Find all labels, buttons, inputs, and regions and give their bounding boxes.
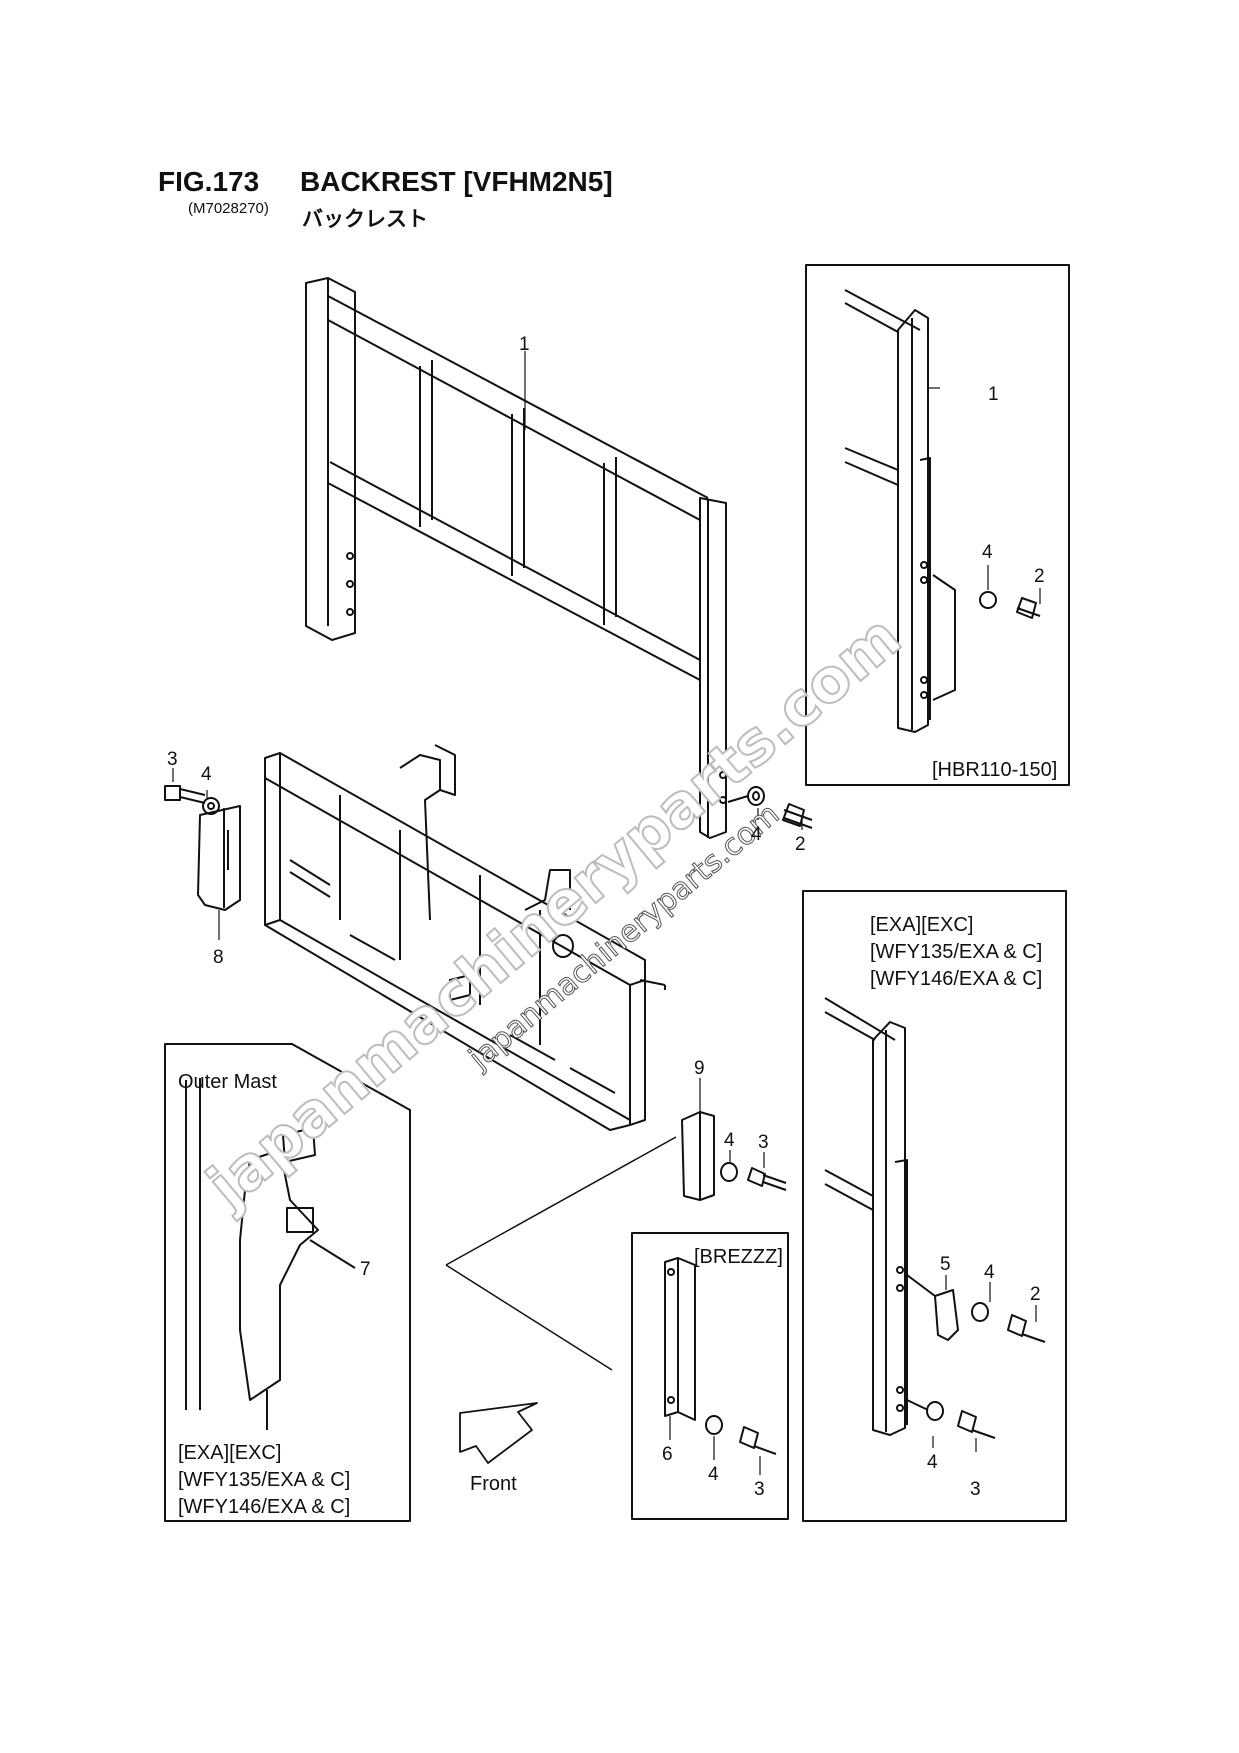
- callout-exa-bolt-top: 2: [1030, 1284, 1041, 1305]
- callout-left-bolt: 3: [167, 749, 178, 770]
- figure-title-japanese: バックレスト: [302, 207, 428, 231]
- backrest-frame: [305, 277, 727, 839]
- brezzz-part: [664, 1257, 777, 1455]
- main-fasteners: [727, 786, 813, 829]
- carriage: [264, 744, 666, 1131]
- callout-exa-washer-bot: 4: [927, 1452, 938, 1473]
- inset-hbr-label: [HBR110-150]: [932, 759, 1057, 781]
- left-fasteners: [164, 785, 241, 911]
- callout-hbr-part: 1: [988, 384, 999, 405]
- inset-brezzz-label: [BREZZZ]: [694, 1246, 783, 1268]
- callout-exa-bracket: 5: [940, 1254, 951, 1275]
- front-direction-arrow: [459, 1402, 538, 1464]
- callout-b9-bolt: 3: [758, 1132, 769, 1153]
- callout-left-washer: 4: [201, 764, 212, 785]
- inset-outer-mast-line-3: [WFY146/EXA & C]: [178, 1496, 350, 1518]
- inset-exa-right-line-2: [WFY135/EXA & C]: [870, 941, 1042, 963]
- callout-hbr-bolt: 2: [1034, 566, 1045, 587]
- inset-outer-mast-title: Outer Mast: [178, 1071, 277, 1093]
- figure-title: BACKREST [VFHM2N5]: [300, 166, 613, 197]
- inset-hbr-frame: [805, 264, 1070, 786]
- exa-right-part: [824, 997, 1046, 1439]
- callout-outer-mast-part: 7: [360, 1259, 371, 1280]
- callout-left-bracket: 8: [213, 947, 224, 968]
- callout-bracket-9: 9: [694, 1058, 705, 1079]
- inset-exa-right-line-1: [EXA][EXC]: [870, 914, 973, 936]
- callout-leaders: [172, 351, 1041, 1475]
- bracket-9-group: [681, 1111, 787, 1201]
- inset-outer-mast-frame: [164, 1043, 411, 1522]
- hbr-part: [844, 289, 1041, 733]
- watermark-large: japanmachineryparts.com: [193, 602, 914, 1223]
- callout-b9-washer: 4: [724, 1130, 735, 1151]
- callout-exa-bolt-bot: 3: [970, 1479, 981, 1500]
- callout-hbr-washer: 4: [982, 542, 993, 563]
- front-label: Front: [470, 1473, 517, 1495]
- inset-outer-mast-line-2: [WFY135/EXA & C]: [178, 1469, 350, 1491]
- callout-brezzz-bolt: 3: [754, 1479, 765, 1500]
- callout-main-washer: 4: [751, 824, 762, 845]
- inset-outer-mast-line-1: [EXA][EXC]: [178, 1442, 281, 1464]
- inset-brezzz-frame: [631, 1232, 789, 1520]
- leader-lines: [445, 1136, 677, 1371]
- callout-main-bolt: 2: [795, 834, 806, 855]
- callout-brezzz-washer: 4: [708, 1464, 719, 1485]
- inset-exa-right-frame: [802, 890, 1067, 1522]
- outer-mast-part: [185, 1078, 356, 1430]
- inset-exa-right-line-3: [WFY146/EXA & C]: [870, 968, 1042, 990]
- callout-main-backrest: 1: [519, 334, 530, 355]
- figure-number: FIG.173: [158, 166, 260, 197]
- callout-brezzz-bar: 6: [662, 1444, 673, 1465]
- callout-exa-washer-top: 4: [984, 1262, 995, 1283]
- figure-code: (M7028270): [188, 200, 269, 217]
